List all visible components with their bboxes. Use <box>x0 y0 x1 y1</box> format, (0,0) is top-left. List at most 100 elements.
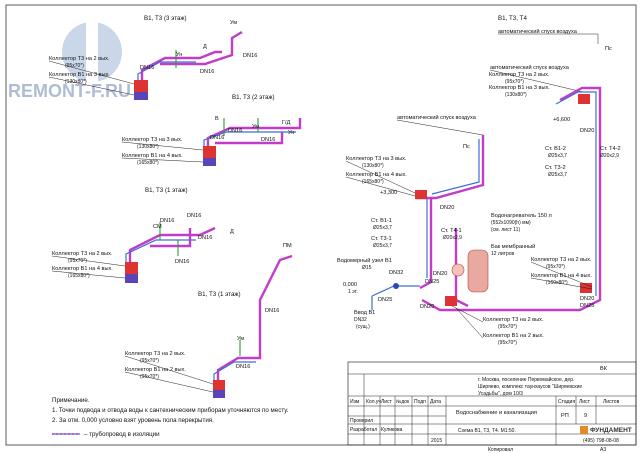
diagram-label: №док <box>396 399 410 405</box>
diagram-label: Подп <box>414 399 426 405</box>
diagram-label: Ст. Т4-2 <box>600 146 621 152</box>
diagram-label: DN25 <box>378 297 392 303</box>
diagram-label: Коллектор В1 на 3 вых. <box>49 72 110 78</box>
diagram-label: Коллектор Т3 на 2 вых. <box>49 56 110 62</box>
diagram-label: Коллектор В1 на 2 вых. <box>125 367 186 373</box>
diagram-label: Ø25x3,7 <box>373 243 392 249</box>
diagram-label: DN20 <box>580 296 594 302</box>
collector-icon <box>578 94 590 104</box>
block4-title: В1, Т3 (1 этаж) <box>198 291 241 298</box>
diagram-label: (сущ.) <box>356 324 370 330</box>
diagram-label: Стадия <box>558 399 575 405</box>
diagram-label: (552x1090(h) мм) <box>491 220 531 226</box>
diagram-label: 9 <box>584 413 587 419</box>
collector-icon <box>203 146 216 158</box>
diagram-label: Ун <box>176 52 182 58</box>
diagram-label: ПМ <box>283 243 292 249</box>
diagram-label: Ø25x3,7 <box>548 172 567 178</box>
diagram-label: Разработал <box>350 427 377 433</box>
diagram-label: Ø25x3,7 <box>373 225 392 231</box>
diagram-label: Ст. Т3-2 <box>545 165 566 171</box>
diagram-label: DN16 <box>200 69 214 75</box>
diagram-label: г. Москва, поселение Первомайское, дер. <box>478 376 574 383</box>
diagram-label: DN16 <box>160 218 174 224</box>
diagram-label: Схема В1, Т3, Т4. М1:50. <box>458 428 516 434</box>
collector-icon <box>213 380 225 390</box>
diagram-label: Пс <box>605 46 612 52</box>
diagram-label: DN20 <box>433 271 447 277</box>
diagram-label: Ст. Т4-1 <box>441 228 462 234</box>
diagram-label: (95x70*) <box>546 264 565 270</box>
diagram-label: DN16 <box>175 259 189 265</box>
diagram-label: Усадьбы", дом 10/3 <box>478 391 523 397</box>
diagram-label: (95x70*) <box>498 340 517 346</box>
diagram-label: 1 эт. <box>348 289 358 295</box>
collector-icon <box>415 190 427 199</box>
sheet-frame <box>5 4 637 446</box>
diagram-label: Кол.уч <box>366 399 381 405</box>
diagram-label: Водонагреватель 150 л <box>491 213 552 219</box>
diagram-label: DN20 <box>420 304 434 310</box>
diagram-label: (165x80*) <box>137 160 159 166</box>
diagram-label: Ст. В1-1 <box>371 218 392 224</box>
diagram-label: (см. лист 11) <box>491 227 520 233</box>
diagram-label: автоматический спуск воздуха <box>490 64 570 71</box>
fundament-logo-icon <box>580 426 588 434</box>
block1-title: В1, Т3 (3 этаж) <box>144 15 187 22</box>
diagram-label: Пс <box>463 144 470 150</box>
title-block: ВК г. Москва, поселение Первомайское, де… <box>347 361 637 453</box>
diagram-label: DN32 <box>354 317 367 323</box>
diagram-label: Коллектор Т3 на 2 вых. <box>125 351 186 357</box>
diagram-label: 2015 <box>431 438 442 444</box>
diagram-label: Водоснабжение и канализация <box>456 410 537 416</box>
diagram-label: Водомерный узел В1 <box>337 257 392 264</box>
diagram-label: DN16 <box>236 364 250 370</box>
diagram-label: DN16 <box>198 235 212 241</box>
diagram-label: Ширяево, комплекс таунхаусов "Ширяевские <box>478 384 582 390</box>
diagram-label: DN16 <box>210 135 224 141</box>
diagram-label: (165x80*) <box>68 273 90 279</box>
diagram-label: Ø20x2,9 <box>600 153 619 159</box>
diagram-label: 12 литров <box>491 251 515 257</box>
diagram-label: Ум <box>252 124 259 130</box>
diagram-label: 0,000 <box>343 282 357 288</box>
diagram-label: Ум <box>230 20 237 26</box>
diagram-label: DN25 <box>580 303 594 309</box>
diagram-label: DN25 <box>425 279 439 285</box>
diagram-label: Ун <box>288 130 294 136</box>
diagram-label: Коллектор В1 на 4 вых. <box>531 273 592 279</box>
diagram-label: Д <box>230 229 234 235</box>
diagram-label: Дата <box>430 399 441 405</box>
diagram-label: Ø25x3,7 <box>548 153 567 159</box>
diagram-label: DN16 <box>140 65 154 71</box>
legend-text: – трубопровод в изоляции <box>84 431 160 438</box>
diagram-label: Коллектор Т3 на 2 вых. <box>52 251 113 257</box>
collector-icon <box>445 296 457 306</box>
diagram-label: (495) 798-08-08 <box>583 438 619 444</box>
diagram-label: DN20 <box>580 128 594 134</box>
diagram-label: (95x70*) <box>68 258 87 264</box>
riser-title: В1, Т3, Т4 <box>498 15 527 22</box>
diagram-label: Ø15 <box>362 265 372 271</box>
diagram-label: (130x80*) <box>362 163 384 169</box>
diagram-label: Д <box>203 44 207 50</box>
diagram-label: DN32 <box>389 270 403 276</box>
water-heater <box>467 249 489 293</box>
diagram-label: Коллектор Т3 на 3 вых. <box>122 137 183 143</box>
diagram-label: Коллектор В1 на 4 вых. <box>52 266 113 272</box>
diagram-label: DN20 <box>440 205 454 211</box>
diagram-label: Изм <box>350 399 360 405</box>
diagram-label: Куликова <box>381 427 403 433</box>
diagram-label: Коллектор Т3 на 2 вых. <box>531 257 592 263</box>
diagram-label: (95x70*) <box>140 358 159 364</box>
collector-icon <box>125 262 138 274</box>
diagram-label: Коллектор В1 на 3 вых. <box>489 85 550 91</box>
notes-title: Примечание. <box>52 397 90 404</box>
diagram-label: (165x80*) <box>362 179 384 185</box>
diagram-label: Ст. В1-2 <box>545 146 566 152</box>
watermark-text: REMONT-F.RU <box>8 81 131 101</box>
diagram-label: Коллектор Т3 на 2 вых. <box>489 72 550 78</box>
diagram-label: Ум <box>237 336 244 342</box>
water-meter-icon <box>393 283 399 289</box>
